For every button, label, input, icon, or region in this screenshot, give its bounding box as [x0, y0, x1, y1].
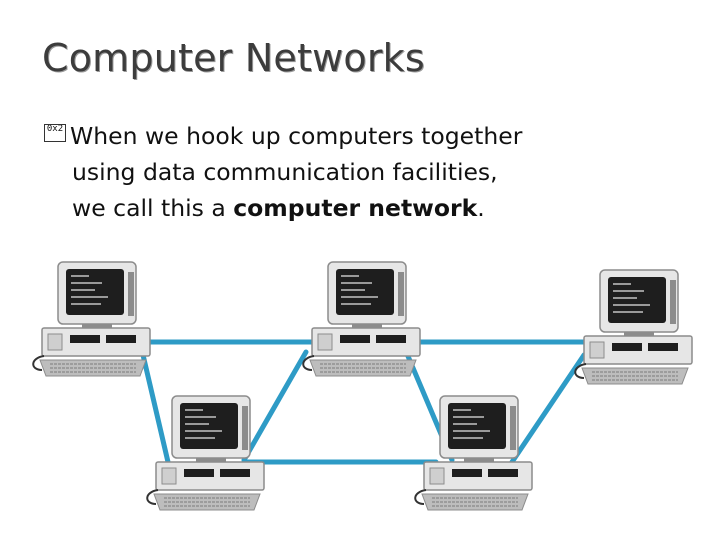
computer-top-left — [32, 261, 151, 377]
keyboard-cable — [146, 489, 159, 505]
monitor-side — [510, 406, 516, 450]
monitor-stand — [196, 458, 226, 464]
disk-drive-b — [376, 335, 406, 343]
disk-drive-a — [452, 469, 482, 477]
power-panel — [47, 333, 63, 351]
screen-text-line — [185, 430, 222, 432]
screen-text-line — [71, 289, 95, 291]
disk-drive-b — [488, 469, 518, 477]
screen-text-line — [453, 430, 490, 432]
power-panel — [429, 467, 445, 485]
screen-text-line — [613, 290, 644, 292]
network-link-7 — [509, 352, 587, 465]
screen-text-line — [185, 409, 203, 411]
disk-drive-b — [106, 335, 136, 343]
screen-text-line — [71, 275, 89, 277]
monitor-stand — [624, 332, 654, 338]
disk-drive-a — [340, 335, 370, 343]
power-panel — [161, 467, 177, 485]
screen-text-line — [71, 282, 102, 284]
power-panel — [317, 333, 333, 351]
monitor-side — [242, 406, 248, 450]
screen-text-line — [71, 296, 108, 298]
screen-text-line — [71, 303, 101, 305]
screen-text-line — [185, 416, 216, 418]
bullet-icon: 0x2 — [44, 124, 66, 142]
slide-title: Computer Networks — [42, 36, 425, 80]
body-line-1: When we hook up computers together — [70, 122, 523, 150]
monitor-stand — [464, 458, 494, 464]
screen-text-line — [453, 416, 484, 418]
screen-text-line — [341, 303, 371, 305]
screen-text-line — [613, 304, 650, 306]
screen-text-line — [341, 275, 359, 277]
computer-bottom-left — [146, 395, 265, 511]
keyboard-cable — [32, 355, 45, 371]
screen-text-line — [185, 423, 209, 425]
computer-top-center — [302, 261, 421, 377]
keyboard-cable — [414, 489, 427, 505]
screen-text-line — [613, 283, 631, 285]
computer-bottom-center — [414, 395, 533, 511]
computer-top-right — [574, 269, 693, 385]
body-line-3-suffix: . — [477, 194, 485, 222]
bullet-line-2: using data communication facilities, — [72, 158, 498, 186]
disk-drive-b — [220, 469, 250, 477]
body-line-3-prefix: we call this a — [72, 194, 234, 222]
disk-drive-a — [184, 469, 214, 477]
monitor-stand — [352, 324, 382, 330]
monitor-side — [128, 272, 134, 316]
network-computers — [32, 261, 693, 511]
screen-text-line — [185, 437, 215, 439]
screen-text-line — [613, 297, 637, 299]
monitor-side — [398, 272, 404, 316]
keyboard-cable — [302, 355, 315, 371]
screen-text-line — [341, 296, 378, 298]
keyboard-cable — [574, 363, 587, 379]
screen-text-line — [453, 423, 477, 425]
power-panel — [589, 341, 605, 359]
screen-text-line — [341, 282, 372, 284]
monitor-side — [670, 280, 676, 324]
disk-drive-b — [648, 343, 678, 351]
disk-drive-a — [70, 335, 100, 343]
computer-network-term: computer network — [233, 194, 478, 222]
network-link-4 — [241, 349, 309, 463]
monitor-stand — [82, 324, 112, 330]
screen-text-line — [613, 311, 643, 313]
screen-text-line — [453, 409, 471, 411]
disk-drive-a — [612, 343, 642, 351]
bullet-line-3: we call this a computer network. — [44, 190, 704, 226]
screen-text-line — [341, 289, 365, 291]
screen-text-line — [453, 437, 483, 439]
